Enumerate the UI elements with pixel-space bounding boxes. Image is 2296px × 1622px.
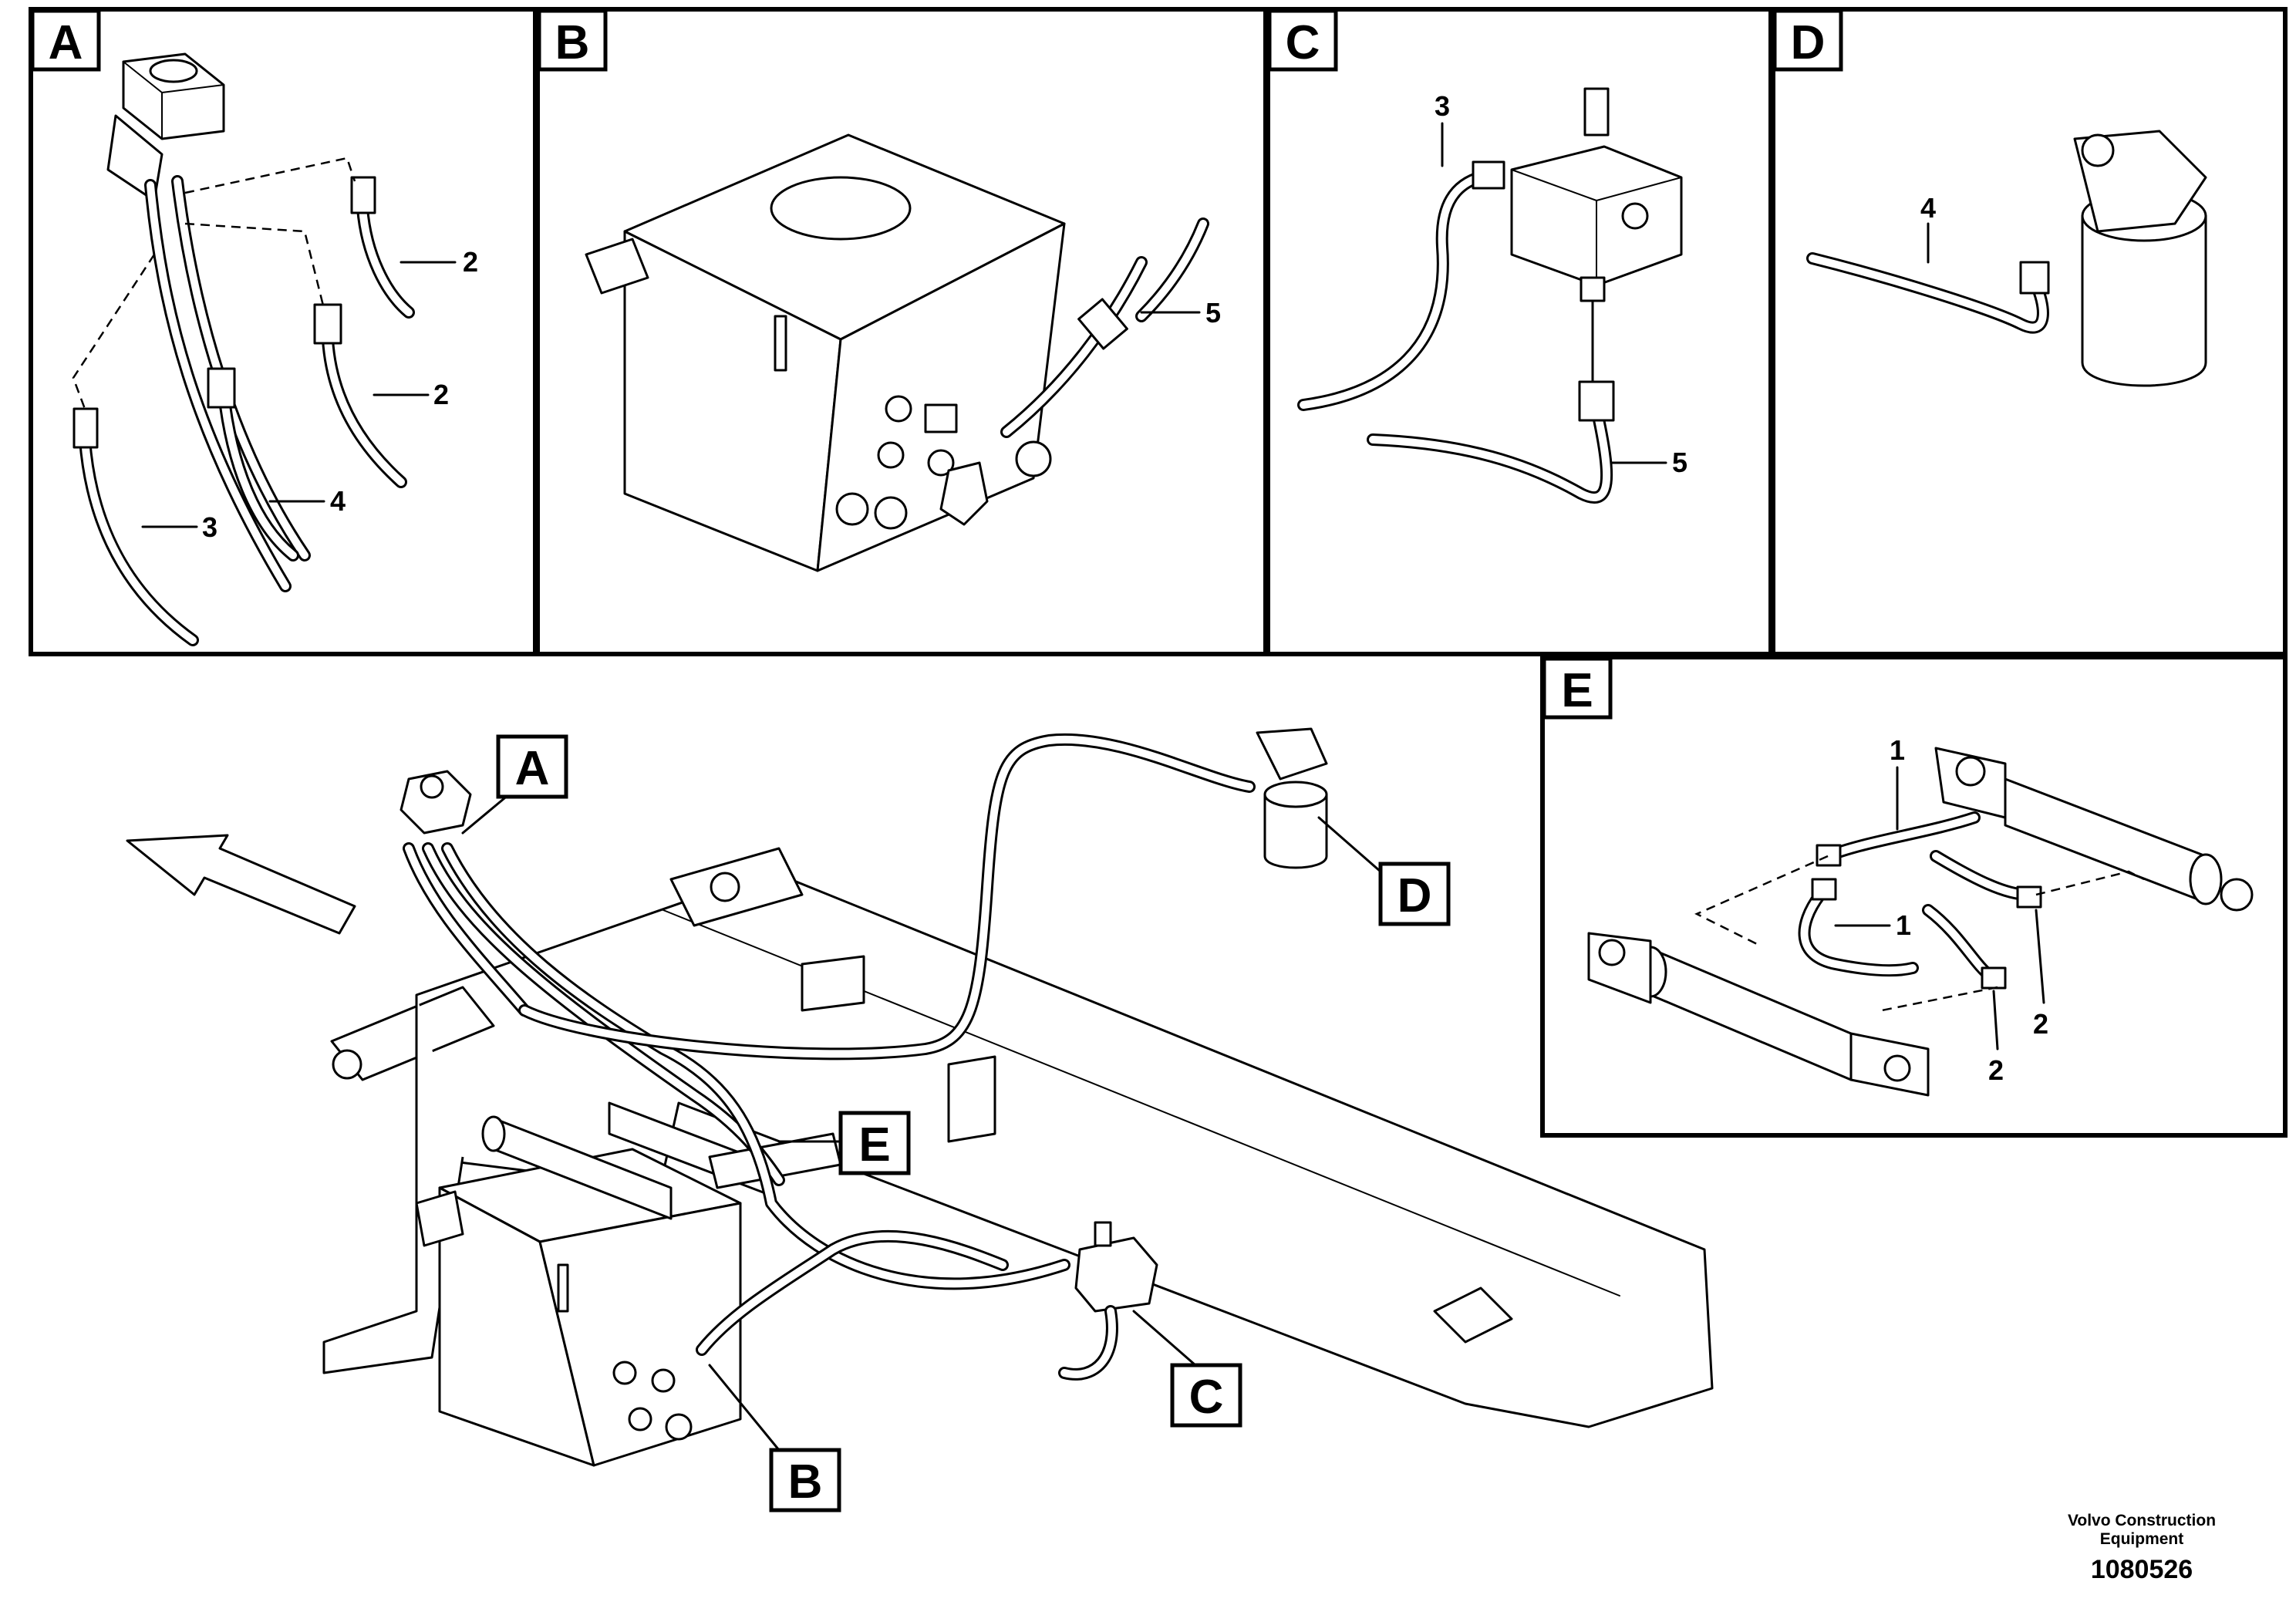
steering-cylinder-left [1587,932,1930,1097]
callout-c-3: 3 [1435,90,1450,122]
drawing-caption: Volvo Construction Equipment 1080526 [2041,1512,2242,1585]
callout-a-3: 3 [202,511,217,543]
panel-d-label-box [1772,8,1843,72]
panel-a-label-box [30,8,101,72]
panel-b-label-box [537,8,608,72]
main-callout-e: E [858,1118,890,1172]
panel-d: D 4 [1771,7,2288,656]
panel-e: E [1540,655,2288,1138]
main-hydraulic-tank [415,1148,742,1467]
company-line-2: Equipment [2099,1530,2184,1548]
main-callout-a: A [515,742,550,795]
callout-e-2-right: 2 [2033,1008,2048,1040]
drawing-number: 1080526 [2090,1555,2193,1584]
orbital-motor [106,52,225,202]
main-callout-b: B [788,1455,823,1509]
return-filter [2073,130,2207,387]
panel-a-letter: A [49,16,83,69]
callout-e-1-mid: 1 [1896,909,1911,941]
panel-b-letter: B [555,16,590,69]
callout-a-2-top: 2 [463,246,478,278]
panel-d-letter: D [1791,16,1826,69]
hydraulic-tank [585,133,1066,572]
panel-c-letter: C [1286,16,1320,69]
callout-b-5: 5 [1205,297,1221,329]
main-orbital-motor [400,770,472,835]
main-callout-c: C [1189,1371,1224,1424]
callout-a-2-mid: 2 [433,379,449,410]
main-callout-d-box [1378,862,1451,926]
hydraulic-pump [1510,87,1683,302]
main-callout-e-box [838,1111,911,1175]
panel-b: B 5 [535,7,1268,656]
main-assembly-view: A B C D E [126,727,1714,1512]
panel-c: C 3 5 [1266,7,1773,656]
machine-frame [322,847,1714,1428]
callout-c-5: 5 [1672,447,1687,478]
panel-e-letter: E [1561,664,1593,717]
main-hydraulic-pump [1074,1221,1158,1313]
steering-cylinder-right [1934,747,2254,912]
main-callout-a-box [496,734,568,799]
callout-e-1-top: 1 [1890,734,1905,766]
callout-d-4: 4 [1920,192,1936,224]
panel-e-label-box [1542,656,1613,720]
company-line-1: Volvo Construction [2067,1512,2217,1529]
callout-e-2-left: 2 [1988,1054,2004,1086]
panel-a: A 2 2 3 [29,7,538,656]
main-callout-d: D [1397,869,1432,922]
callout-a-4: 4 [330,485,346,517]
direction-arrow-icon [126,834,356,935]
main-callout-b-box [769,1448,841,1512]
main-return-filter [1256,727,1328,869]
main-steering-cylinders [481,1101,842,1220]
main-callout-c-box [1170,1363,1242,1428]
panel-c-label-box [1267,8,1338,72]
